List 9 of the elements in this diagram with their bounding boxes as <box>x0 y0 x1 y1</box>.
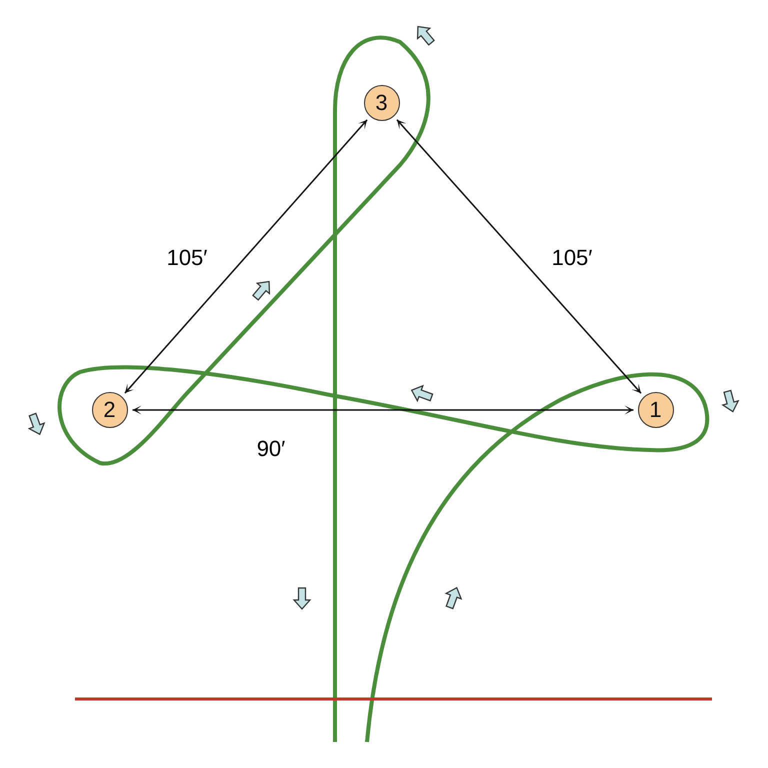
barrel-number: 1 <box>649 398 662 420</box>
barrel-circle <box>638 392 674 428</box>
distance-arrow <box>124 119 368 394</box>
distance-arrow <box>396 119 642 394</box>
barrel-circle <box>364 84 400 120</box>
barrel-number: 3 <box>375 92 388 114</box>
barrel-circle <box>92 392 128 428</box>
barrel-number: 2 <box>103 398 116 420</box>
distance-arrow <box>132 406 634 414</box>
